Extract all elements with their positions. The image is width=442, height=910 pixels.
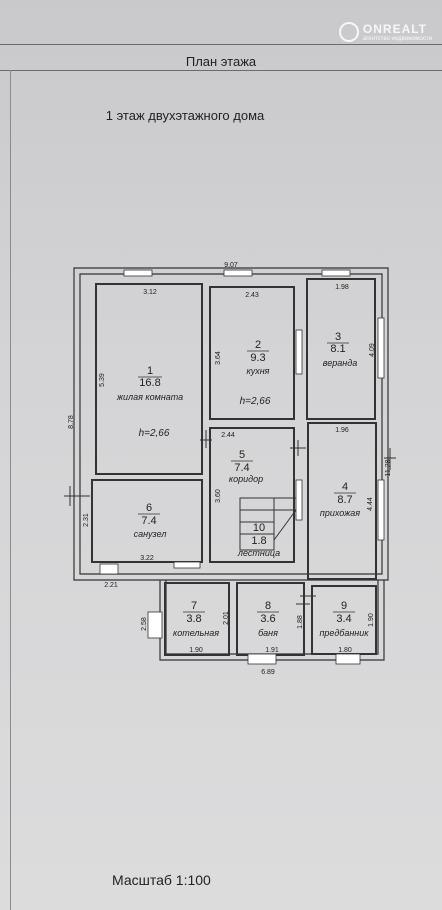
room-2-num: 2 <box>255 339 261 351</box>
room-5-outline <box>209 427 295 563</box>
sheet-header-line <box>0 70 442 71</box>
room-3-outline <box>306 278 376 420</box>
dim-left: 8.78 <box>68 415 75 429</box>
dim-r2-top: 2.43 <box>245 292 259 299</box>
room-labels: 1 16.8 жилая комната h=2,66 2 9.3 кухня … <box>116 331 369 638</box>
dim-step: 2.21 <box>104 582 118 589</box>
room-1-area: 16.8 <box>139 377 160 389</box>
dim-r1-top: 3.12 <box>143 289 157 296</box>
room-6-name: санузел <box>134 529 167 539</box>
room-outlines <box>91 278 377 656</box>
room-1-height: h=2,66 <box>139 428 170 439</box>
room-10-num: 10 <box>253 522 265 534</box>
dim-r4-top: 1.96 <box>335 427 349 434</box>
room-7-name: котельная <box>173 628 219 638</box>
room-3-num: 3 <box>335 331 341 343</box>
sheet-margin-line <box>10 70 11 910</box>
room-4-name: прихожая <box>320 508 360 518</box>
room-8-num: 8 <box>265 600 271 612</box>
room-6-num: 6 <box>146 502 152 514</box>
dimension-labels: 9.07 3.12 2.43 1.98 1.96 2.44 3.22 2.21 … <box>68 262 392 676</box>
dim-r8-bottom: 1.91 <box>265 647 279 654</box>
room-2-outline <box>209 286 295 420</box>
dim-r6-bottom: 3.22 <box>140 555 154 562</box>
dim-r9-side: 1.90 <box>368 613 375 627</box>
dim-r5-side: 3.60 <box>215 489 222 503</box>
room-2-name: кухня <box>246 366 269 376</box>
room-2-height: h=2,66 <box>240 396 271 407</box>
room-5-area: 7.4 <box>234 462 249 474</box>
dim-r7-bottom: 1.90 <box>189 647 203 654</box>
room-7-outline <box>164 582 230 656</box>
room-4-outline <box>307 422 377 580</box>
page-title: План этажа <box>185 54 257 69</box>
room-10-name: лестница <box>237 548 280 558</box>
windows <box>99 269 385 665</box>
room-3-area: 8.1 <box>330 343 345 355</box>
door-marks <box>64 430 396 605</box>
room-9-name: предбанник <box>319 628 369 638</box>
logo-icon <box>338 22 359 42</box>
room-5-name: коридор <box>229 474 263 484</box>
room-6-outline <box>91 479 203 563</box>
dim-r1-side: 5.39 <box>99 373 106 387</box>
dim-r2-side: 3.64 <box>215 351 222 365</box>
dim-r7-side2: 2.01 <box>223 611 230 625</box>
dim-bottom: 6.89 <box>261 669 275 676</box>
room-2-area: 9.3 <box>250 352 265 364</box>
room-7-area: 3.8 <box>186 613 201 625</box>
dim-r6-side: 2.31 <box>83 513 90 527</box>
dim-r7-side: 2.58 <box>141 617 148 631</box>
stairs <box>239 497 297 551</box>
room-1-outline <box>95 283 203 475</box>
dim-r9-bottom: 1.80 <box>338 647 352 654</box>
room-9-num: 9 <box>341 600 347 612</box>
room-5-num: 5 <box>239 449 245 461</box>
room-4-area: 8.7 <box>337 494 352 506</box>
room-4-num: 4 <box>342 481 348 493</box>
sheet-top-line <box>0 44 442 45</box>
page-subtitle: 1 этаж двухэтажного дома <box>105 108 265 123</box>
room-3-name: веранда <box>323 358 357 368</box>
dim-r3-top: 1.98 <box>335 284 349 291</box>
dim-right: 11.28 <box>385 459 392 476</box>
room-1-name: жилая комната <box>116 392 183 402</box>
room-10-area: 1.8 <box>251 535 266 547</box>
room-1-num: 1 <box>147 365 153 377</box>
dim-r4-side: 4.44 <box>367 497 374 511</box>
dim-top: 9.07 <box>224 262 238 269</box>
room-9-area: 3.4 <box>336 613 351 625</box>
dim-r3-side: 4.09 <box>369 343 376 357</box>
room-7-num: 7 <box>191 600 197 612</box>
room-8-area: 3.6 <box>260 613 275 625</box>
dim-r5-top: 2.44 <box>221 432 235 439</box>
room-6-area: 7.4 <box>141 515 156 527</box>
room-8-name: баня <box>258 628 278 638</box>
scale-label: Масштаб 1:100 <box>112 872 211 888</box>
dim-r8-side: 1.88 <box>297 615 304 629</box>
